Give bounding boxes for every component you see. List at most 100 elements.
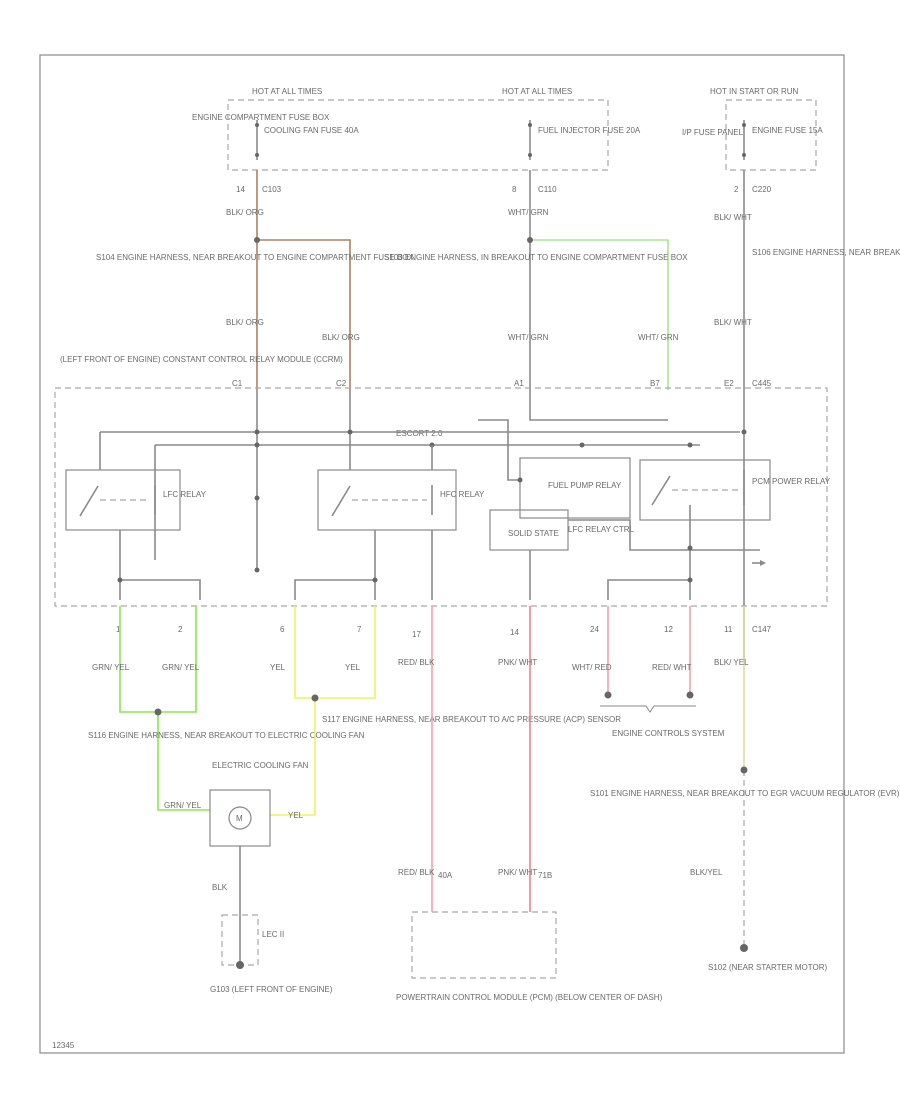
engine-controls-label: ENGINE CONTROLS SYSTEM [612, 729, 725, 738]
wire-label: WHT/ GRN [638, 333, 679, 342]
lfc-relay-box [65, 469, 181, 531]
junction-dot [372, 577, 378, 583]
corner-tag: 12345 [52, 1041, 75, 1050]
fuse-dot [742, 153, 746, 157]
wire-label: BLK/ ORG [322, 333, 360, 342]
ccrm-connector: C445 [752, 379, 772, 388]
splice-s116-dot [154, 708, 162, 716]
ccrm-pin: B7 [650, 379, 660, 388]
fuse-block-fuel-injector: HOT AT ALL TIMES FUEL INJECTOR FUSE 20A … [502, 87, 641, 194]
ground-dot [236, 961, 244, 969]
splice-s101-dot [740, 766, 748, 774]
solid-state-box [489, 509, 569, 551]
pcm-power-relay-box [639, 459, 771, 521]
ccrm-module-outline [54, 387, 828, 607]
fuse-dot [255, 153, 259, 157]
lfc-relay: LFC RELAY [65, 469, 207, 600]
junction-dot [517, 477, 523, 483]
ccrm-pin: E2 [724, 379, 734, 388]
pin-label: 14 [236, 185, 245, 194]
ccrm-pin: A1 [514, 379, 524, 388]
hot-in-start-or-run-label: HOT IN START OR RUN [710, 87, 799, 96]
wire-label: BLK [212, 883, 228, 892]
ground-label: G103 (LEFT FRONT OF ENGINE) [210, 985, 333, 994]
solid-state-block: SOLID STATE LFC RELAY CTRL [489, 509, 766, 600]
escort-label: ESCORT 2.0 [396, 429, 443, 438]
relay-contact [79, 485, 99, 517]
ip-fuse-panel-label: I/P FUSE PANEL [682, 128, 744, 137]
pcm-pin-label: 40A [438, 871, 453, 880]
hfc-relay: HFC RELAY [294, 445, 485, 600]
fuel-pump-relay-label: FUEL PUMP RELAY [548, 481, 622, 490]
lfc-out [119, 530, 201, 600]
wire-label: BLK/ ORG [226, 318, 264, 327]
ccrm-bottom-pin: 1 [116, 625, 121, 634]
splice-s102-label: S102 (NEAR STARTER MOTOR) [708, 963, 827, 972]
wire-wht-grn-gray [529, 170, 668, 421]
fan-motor-icon [228, 806, 252, 830]
splice-s104-dot [254, 237, 260, 243]
pcm-pin-label: 71B [538, 871, 552, 880]
hfc-out-2 [294, 579, 375, 600]
fan-motor-letter: M [236, 814, 243, 823]
electric-cooling-fan: ELECTRIC COOLING FAN M BLK [209, 761, 309, 915]
wire-wht-grn-green [530, 239, 669, 390]
junction-dot [254, 495, 260, 501]
fuel-injector-fuse-label: FUEL INJECTOR FUSE 20A [538, 126, 641, 135]
connector-dot [686, 691, 694, 699]
solid-state-label: SOLID STATE [508, 529, 559, 538]
wire-yel-fan [270, 698, 316, 816]
wire-blk-org-2 [257, 239, 351, 390]
ccrm-bottom-pin: 11 [724, 625, 733, 634]
connector-label: C220 [752, 185, 772, 194]
lfc-relay-label: LFC RELAY [163, 490, 207, 499]
cooling-fan-fuse-label: COOLING FAN FUSE 40A [264, 126, 359, 135]
fuel-pump-relay-box [519, 457, 631, 519]
hot-at-all-times-label: HOT AT ALL TIMES [502, 87, 572, 96]
ground-connector-label: LEC II [262, 930, 284, 939]
fuse-dot [528, 123, 532, 127]
splice-s103-dot [527, 237, 533, 243]
ccrm-pin: C1 [232, 379, 243, 388]
wire-label: YEL [270, 663, 286, 672]
wire-label: WHT/ GRN [508, 208, 549, 217]
fuse-panel-dashed [725, 99, 817, 171]
fuse-block-cooling-fan: HOT AT ALL TIMES ENGINE COMPARTMENT FUSE… [192, 87, 609, 194]
engine-controls-brace [600, 705, 696, 713]
splice-s101-label: S101 ENGINE HARNESS, NEAR BREAKOUT TO EG… [590, 789, 900, 798]
hot-at-all-times-label: HOT AT ALL TIMES [252, 87, 322, 96]
connector-label: C110 [538, 185, 557, 194]
fuel-pump-relay: FUEL PUMP RELAY [478, 419, 631, 519]
relay-contact [331, 485, 351, 517]
splice-s117-dot [311, 694, 319, 702]
junction-dot [687, 442, 693, 448]
arrow-head [760, 560, 766, 566]
fuse-dot [528, 153, 532, 157]
wire-label: YEL [288, 811, 304, 820]
splice-s103-label: S103 ENGINE HARNESS, IN BREAKOUT TO ENGI… [384, 253, 688, 262]
wire-label: RED/ BLK [398, 658, 435, 667]
hfc-relay-label: HFC RELAY [440, 490, 485, 499]
connector-dot [604, 691, 612, 699]
wire-label: BLK/ YEL [714, 658, 749, 667]
engine-fuse-label: ENGINE FUSE 15A [752, 126, 823, 135]
ccrm-bottom-pin: 17 [412, 630, 421, 639]
wire-label: BLK/YEL [690, 868, 723, 877]
lfc-relay-ctrl-label: LFC RELAY CTRL [568, 525, 634, 534]
ccrm-bottom-pin: 2 [178, 625, 183, 634]
fan-title: ELECTRIC COOLING FAN [212, 761, 309, 770]
wire-label: PNK/ WHT [498, 868, 537, 877]
pcm-relay-out-2 [607, 579, 690, 600]
ccrm-bottom-pin: 14 [510, 628, 519, 637]
pcm-box-dashed [411, 911, 557, 979]
wire-label: WHT/ GRN [508, 333, 549, 342]
wire-label: GRN/ YEL [164, 801, 202, 810]
junction-dot [117, 577, 123, 583]
pcm-label: POWERTRAIN CONTROL MODULE (PCM) (BELOW C… [396, 993, 663, 1002]
junction-dot [741, 429, 747, 435]
ccrm-bottom-pin: 6 [280, 625, 285, 634]
engine-compartment-fuse-box-label: ENGINE COMPARTMENT FUSE BOX [192, 113, 330, 122]
pin-label: 2 [734, 185, 739, 194]
pin-label: 8 [512, 185, 517, 194]
